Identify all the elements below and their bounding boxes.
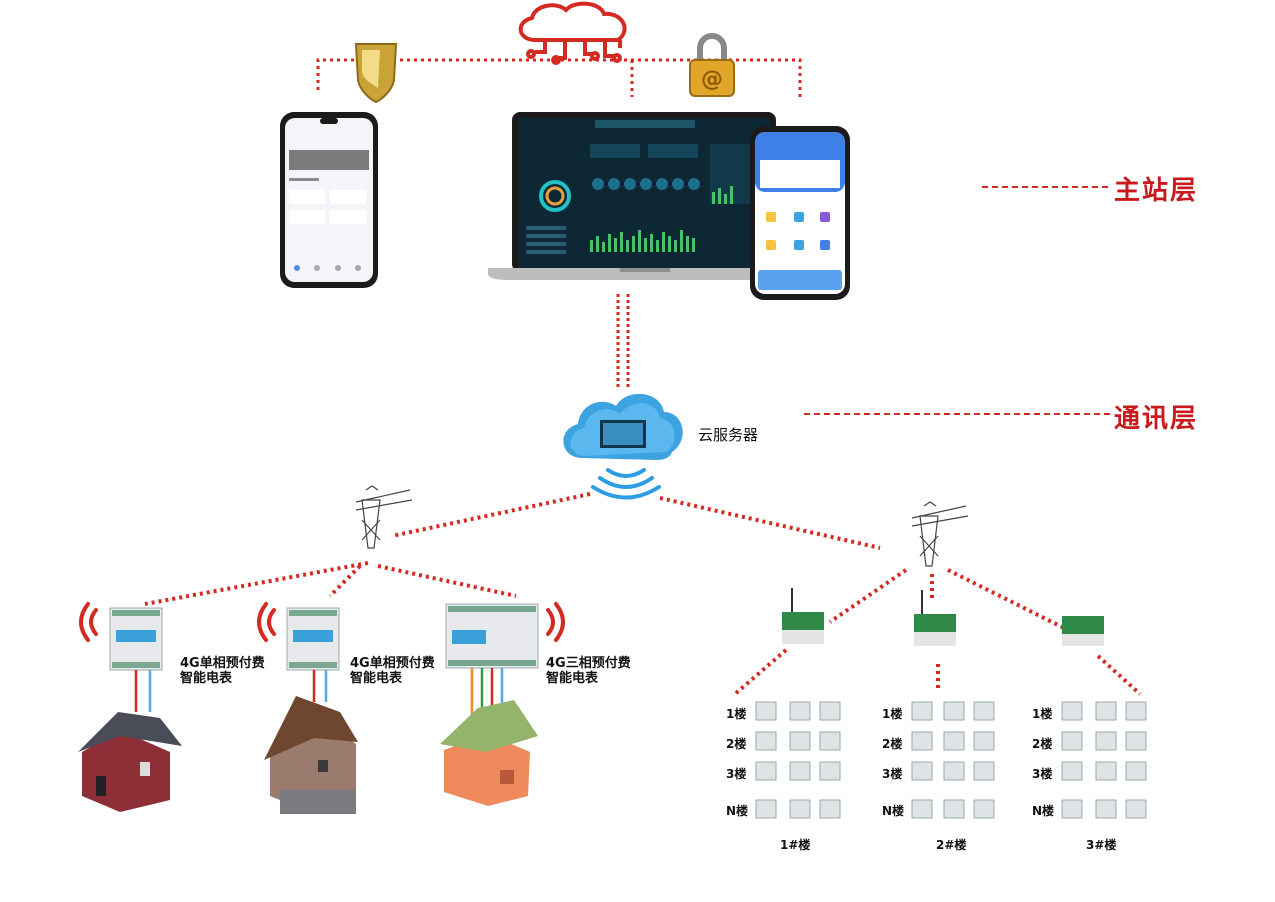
building-meter-grid-1 [755,701,841,819]
smartphone-app-left [280,112,378,288]
meter-three-phase-icon [445,603,539,669]
layer-label-communication: 通讯层 [1114,404,1199,434]
uplink-line [616,294,630,388]
meter-label-2: 4G单相预付费 智能电表 [350,656,435,686]
floor-label: 1楼 [1032,707,1053,721]
padlock-icon: @ [689,33,735,97]
floor-label: 2楼 [882,737,903,751]
meter-label-1-line2: 智能电表 [180,671,233,686]
distribution-lines [144,492,1142,696]
house-1-icon [78,712,182,812]
meter-single-phase-2-icon [286,607,340,671]
meter-label-3-line2: 智能电表 [546,671,599,686]
wifi-signal-icon [591,468,661,500]
svg-text:@: @ [701,67,723,92]
floor-label: 2楼 [726,737,747,751]
cloud-server-label: 云服务器 [698,426,759,444]
meter-wires [134,668,504,720]
meter-label-2-line2: 智能电表 [350,671,403,686]
house-3-icon [440,700,538,806]
floor-label: 3楼 [1032,767,1053,781]
floor-label: 2楼 [1032,737,1053,751]
house-2-icon [264,696,358,814]
floor-label: 3楼 [726,767,747,781]
meter-label-3: 4G三相预付费 智能电表 [546,656,631,686]
meter-label-1: 4G单相预付费 智能电表 [180,656,265,686]
building-label-2: 2#楼 [936,838,967,852]
floor-label: N楼 [726,804,749,818]
meter-single-phase-1-icon [109,607,163,671]
floor-label: N楼 [882,804,905,818]
building-label-1: 1#楼 [780,838,811,852]
floor-label: 3楼 [882,767,903,781]
concentrator-1-icon [782,588,824,644]
floor-label: 1楼 [882,707,903,721]
building-label-3: 3#楼 [1086,838,1117,852]
building-meter-grid-3 [1061,701,1147,819]
laptop-dashboard [488,112,800,280]
wireless-signal-icons [79,602,565,642]
floor-label: N楼 [1032,804,1055,818]
building-meter-grid-2 [911,701,995,819]
internet-cloud-icon [518,1,627,65]
meter-label-1-line1: 4G单相预付费 [180,656,265,671]
top-connection-lines [316,58,802,97]
layer-leader-lines [804,186,1110,415]
concentrator-2-icon [914,590,956,646]
layer-label-master: 主站层 [1114,176,1199,206]
cloud-server-icon [563,393,683,460]
power-tower-right-icon [911,501,969,567]
meter-label-3-line1: 4G三相预付费 [546,656,631,671]
power-tower-left-icon [355,485,413,549]
concentrator-3-icon [1062,616,1104,646]
floor-label: 1楼 [726,707,747,721]
smartphone-app-right [750,126,850,300]
shield-icon [354,43,398,104]
meter-label-2-line1: 4G单相预付费 [350,656,435,671]
